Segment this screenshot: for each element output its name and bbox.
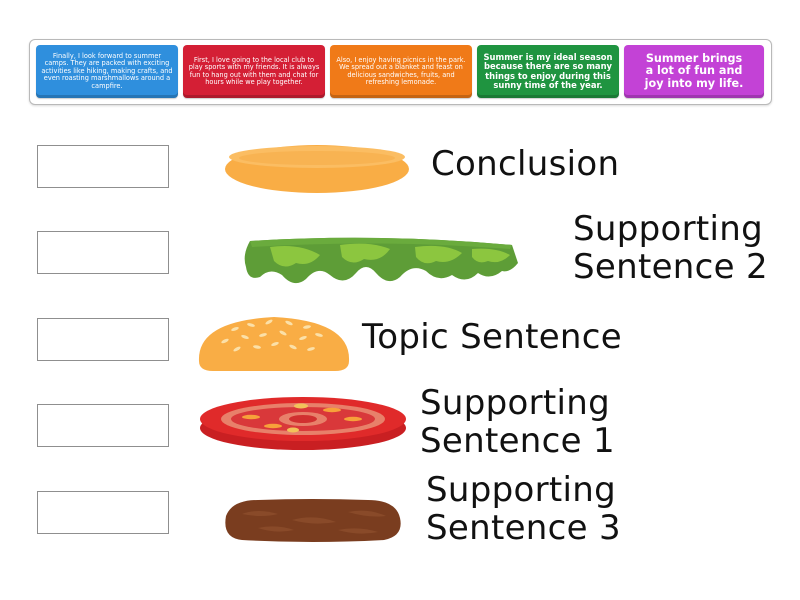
- label-conclusion: Conclusion: [431, 145, 619, 183]
- drop-zone-4[interactable]: [37, 404, 169, 447]
- draggable-card-1[interactable]: Finally, I look forward to summer camps.…: [36, 45, 178, 98]
- label-supporting-sentence-1: Supporting Sentence 1: [420, 384, 615, 460]
- drop-zone-3[interactable]: [37, 318, 169, 361]
- label-line-2: Sentence 3: [426, 508, 621, 548]
- label-line-1: Supporting: [573, 209, 763, 249]
- label-text: Conclusion: [431, 144, 620, 184]
- bottom-bun-icon: [198, 317, 350, 371]
- top-bun-icon: [225, 145, 409, 193]
- draggable-card-2[interactable]: First, I love going to the local club to…: [183, 45, 325, 98]
- card-text: First, I love going to the local club to…: [188, 55, 320, 86]
- patty-icon: [225, 499, 401, 542]
- label-line-2: Sentence 1: [420, 421, 615, 461]
- card-text: Summer brings a lot of fun and joy into …: [644, 52, 744, 90]
- card-text: Finally, I look forward to summer camps.…: [41, 52, 173, 90]
- card-tray: Finally, I look forward to summer camps.…: [29, 39, 772, 105]
- draggable-card-5[interactable]: Summer brings a lot of fun and joy into …: [624, 45, 764, 98]
- label-line-1: Supporting: [420, 383, 610, 423]
- draggable-card-4[interactable]: Summer is my ideal season because there …: [477, 45, 619, 98]
- label-supporting-sentence-2: Supporting Sentence 2: [573, 210, 768, 286]
- drop-zone-2[interactable]: [37, 231, 169, 274]
- draggable-card-3[interactable]: Also, I enjoy having picnics in the park…: [330, 45, 472, 98]
- drop-zone-1[interactable]: [37, 145, 169, 188]
- card-text: Summer is my ideal season because there …: [483, 51, 613, 90]
- drop-zone-5[interactable]: [37, 491, 169, 534]
- tomato-icon: [200, 397, 406, 450]
- label-topic-sentence: Topic Sentence: [362, 318, 622, 356]
- lettuce-icon: [244, 237, 518, 284]
- label-line-1: Supporting: [426, 470, 616, 510]
- label-line-2: Sentence 2: [573, 247, 768, 287]
- label-text: Topic Sentence: [362, 317, 622, 357]
- label-supporting-sentence-3: Supporting Sentence 3: [426, 471, 621, 547]
- card-text: Also, I enjoy having picnics in the park…: [336, 55, 466, 86]
